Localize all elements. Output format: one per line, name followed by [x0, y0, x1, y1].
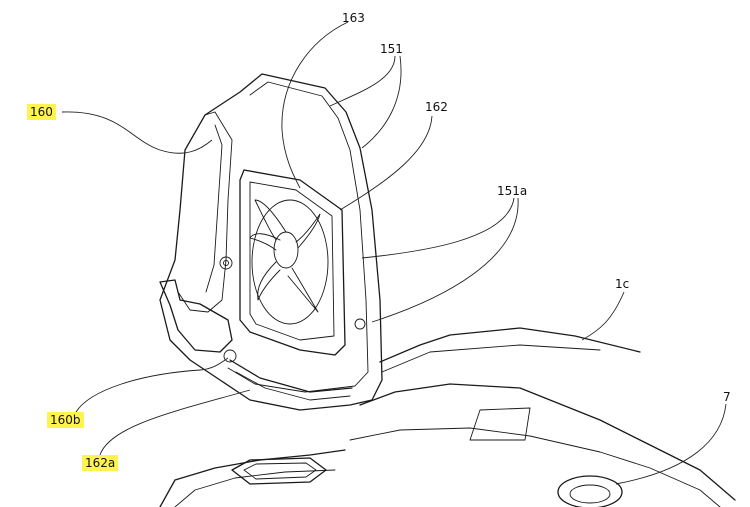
leader-160b [75, 357, 229, 413]
base-body-lower [349, 427, 721, 507]
fan-housing [239, 169, 346, 356]
fan-housing-inner [249, 181, 335, 341]
label-7: 7 [723, 390, 731, 404]
fan-blade-5 [249, 233, 281, 251]
fan-blade-2 [295, 213, 321, 249]
base-handle [231, 457, 327, 485]
label-151a: 151a [497, 184, 528, 198]
base-step [469, 407, 531, 441]
leader-160 [61, 111, 213, 154]
leader-163 [281, 21, 349, 189]
base-body-top [379, 327, 641, 363]
leader-162 [339, 115, 433, 211]
fan-blade-4 [257, 261, 281, 301]
label-1c: 1c [615, 277, 630, 291]
base-body-ridge [359, 383, 736, 501]
bracket-outer-outline [159, 73, 383, 411]
leader-151a-b [371, 197, 519, 323]
fan-blade-3 [287, 267, 319, 313]
fan-ring [251, 199, 329, 325]
base-left-contour-2 [174, 469, 336, 507]
label-162: 162 [425, 100, 448, 114]
screw-right [354, 318, 366, 330]
leader-1c [581, 291, 625, 341]
bracket-foot [159, 279, 233, 353]
leader-162a [99, 389, 251, 456]
housing-bottom-edge-2 [235, 371, 351, 401]
leader-151a-a [361, 197, 515, 259]
screw-left [219, 256, 233, 270]
label-160b: 160b [47, 412, 84, 428]
label-163: 163 [342, 11, 365, 25]
housing-bottom-edge [229, 359, 353, 393]
base-port-inner [569, 484, 611, 504]
screw-left-inner [223, 260, 229, 266]
base-left-contour [159, 449, 346, 507]
label-162a: 162a [82, 455, 119, 471]
leader-151-b [361, 55, 402, 149]
bracket-inner-rim [227, 81, 369, 393]
bracket-side-wall-inner [205, 124, 223, 293]
fan-blade-1 [254, 199, 287, 241]
fan-hub [273, 231, 299, 269]
label-151: 151 [380, 42, 403, 56]
base-handle-inner [243, 462, 317, 480]
leader-7 [615, 403, 727, 485]
base-port [557, 475, 623, 507]
leader-151-a [329, 55, 396, 107]
base-body-top-2 [381, 344, 601, 373]
label-160: 160 [27, 104, 56, 120]
bracket-side-wall [177, 111, 233, 313]
pin-lower-left [223, 349, 237, 363]
